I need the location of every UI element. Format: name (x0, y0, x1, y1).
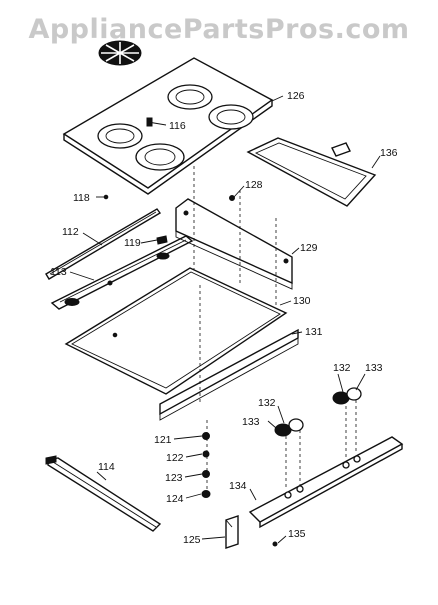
back-panel-part (175, 198, 293, 290)
bracket-125-part (225, 515, 239, 549)
front-bar-part (45, 208, 162, 280)
callout-129: 129 (300, 242, 318, 254)
callout-133-left: 133 (242, 416, 260, 428)
callout-126: 126 (287, 90, 305, 102)
callout-132-left: 132 (258, 397, 276, 409)
callout-125: 125 (183, 534, 201, 546)
callout-122: 122 (166, 452, 184, 464)
callout-136: 136 (380, 147, 398, 159)
callout-114: 114 (98, 461, 115, 473)
callout-132-right: 132 (333, 362, 351, 374)
callout-118: 118 (73, 192, 90, 204)
bottom-rail-part (45, 455, 162, 532)
callout-124: 124 (166, 493, 184, 505)
callout-123: 123 (165, 472, 183, 484)
assembly-lines (193, 166, 357, 497)
cooktop-part (62, 57, 274, 195)
callout-116: 116 (169, 120, 186, 132)
callout-121: 121 (154, 434, 172, 446)
burner-grate-part (98, 40, 142, 66)
front-trim-part (159, 328, 299, 421)
callout-130: 130 (293, 295, 311, 307)
callout-128: 128 (245, 179, 263, 191)
bracket-rail-part (50, 235, 194, 310)
callout-131: 131 (305, 326, 323, 338)
fastener-parts (201, 432, 211, 498)
leader-lines (69, 95, 381, 544)
knob-parts (274, 387, 362, 437)
part-135 (272, 541, 278, 547)
part-128 (229, 195, 235, 201)
tray-part (246, 137, 377, 207)
callout-135: 135 (288, 528, 306, 540)
lower-panel-part (64, 267, 288, 395)
callout-119: 119 (124, 237, 141, 249)
callout-134: 134 (229, 480, 247, 492)
callout-133-right: 133 (365, 362, 383, 374)
callout-113: 113 (50, 266, 67, 278)
control-rail-part (248, 436, 404, 529)
part-119 (156, 235, 168, 245)
callout-112: 112 (62, 226, 79, 238)
